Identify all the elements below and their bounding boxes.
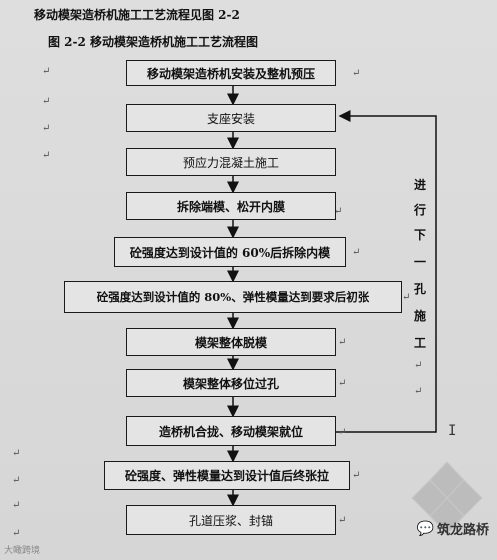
return-mark: ↵ [338, 378, 347, 389]
return-mark: ↵ [42, 123, 51, 134]
figure-caption: 图 2-2 移动模架造桥机施工工艺流程图 [48, 35, 259, 49]
return-mark: ↵ [12, 528, 21, 539]
step-11-box: 孔道压浆、封锚 [126, 505, 336, 535]
return-mark: ↵ [334, 206, 343, 217]
return-mark: ↵ [414, 386, 423, 397]
step-2-box: 支座安装 [126, 104, 336, 132]
loop-back-line [336, 110, 437, 433]
return-mark: ↵ [352, 68, 361, 79]
step-8-box: 模架整体移位过孔 [126, 369, 336, 397]
return-mark: ↵ [12, 500, 21, 511]
return-mark: ↵ [42, 150, 51, 161]
loop-label-char: 行 [414, 203, 427, 217]
watermark-brand-text: 筑龙路桥 [436, 523, 489, 538]
watermark-brand: 💬 筑龙路桥 [416, 519, 489, 539]
step-7-box: 模架整体脱模 [126, 328, 336, 356]
step-5-box: 砼强度达到设计值的 60%后拆除内模 [114, 237, 346, 267]
step-10-box: 砼强度、弹性模量达到设计值后终张拉 [104, 461, 350, 490]
return-mark: ↵ [12, 475, 21, 486]
return-mark: ↵ [402, 292, 411, 303]
loop-label-char: 工 [414, 336, 427, 350]
return-mark: ↵ [338, 515, 347, 526]
loop-label-char: 施 [414, 309, 427, 323]
watermark-corner: 大瞰跨境 [4, 546, 41, 556]
return-mark: ↵ [42, 66, 51, 77]
step-4-box: 拆除端模、松开内膜 [126, 192, 336, 220]
return-mark: ↵ [42, 96, 51, 107]
step-3-box: 预应力混凝土施工 [126, 148, 336, 176]
text-cursor: I [448, 423, 457, 439]
document-title: 移动模架造桥机施工工艺流程见图 2-2 [34, 8, 240, 22]
loop-label-char: 孔 [414, 282, 427, 296]
loop-label-char: 下 [414, 228, 427, 242]
wechat-icon: 💬 [416, 520, 434, 537]
step-9-box: 造桥机合拢、移动模架就位 [126, 416, 336, 446]
step-1-box: 移动模架造桥机安装及整机预压 [126, 60, 336, 86]
watermark-logo-graphic [411, 461, 483, 535]
step-6-box: 砼强度达到设计值的 80%、弹性模量达到要求后初张 [64, 281, 402, 313]
return-mark: ↵ [352, 470, 361, 481]
loop-label-char: 进 [414, 178, 427, 192]
return-mark: ↵ [12, 448, 21, 459]
return-mark: ↵ [352, 247, 361, 258]
loop-label-char: 一 [414, 255, 427, 269]
return-mark: ↵ [338, 337, 347, 348]
return-mark: ↵ [338, 427, 347, 438]
return-mark: ↵ [414, 360, 423, 371]
